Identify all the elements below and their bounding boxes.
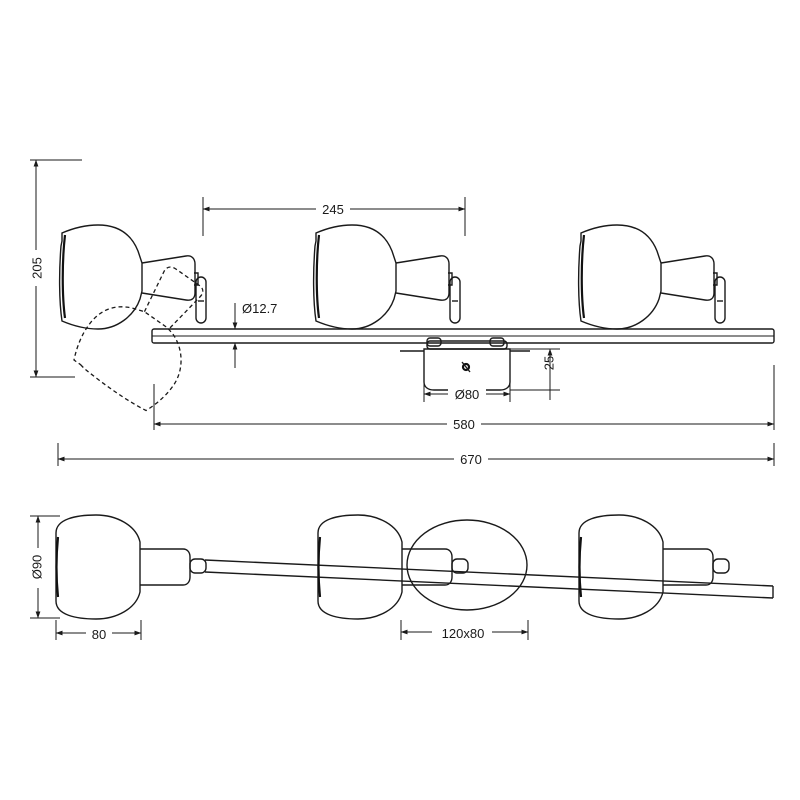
top-spot-right (577, 513, 715, 621)
dim-label-205: 205 (29, 257, 44, 279)
dim-label-580: 580 (453, 417, 475, 432)
top-bar (204, 559, 774, 599)
dim-total-length: 670 (57, 443, 775, 467)
top-spot-middle (316, 513, 454, 621)
dim-spot-spacing: 245 (202, 197, 466, 236)
dim-shade-depth: 80 (55, 620, 142, 642)
dim-label-25: 25 (541, 356, 556, 370)
dim-base-length: 580 (153, 365, 775, 432)
spot-right (577, 223, 727, 331)
dim-height: 205 (26, 159, 82, 378)
dim-label-canopy-size: 120x80 (442, 626, 485, 641)
dim-label-670: 670 (460, 452, 482, 467)
canopy-oval (406, 519, 528, 611)
dim-canopy-height: 25 (510, 348, 560, 400)
dim-shade-diameter: Ø90 (28, 515, 60, 619)
mounting-bar (151, 328, 775, 344)
front-view: 245 205 Ø12.7 25 (26, 159, 775, 467)
top-view: Ø90 80 120x80 (28, 513, 774, 642)
dim-label-rod: Ø12.7 (242, 301, 277, 316)
dim-rod: Ø12.7 (222, 301, 277, 368)
dim-label-245: 245 (322, 202, 344, 217)
tilt-ghost (73, 266, 204, 412)
spot-middle (312, 223, 462, 331)
dim-canopy-size: 120x80 (400, 620, 529, 641)
spot-left (58, 223, 208, 331)
canopy (400, 337, 530, 391)
dim-canopy-diameter: Ø80 (423, 383, 511, 402)
dim-label-80: 80 (92, 627, 106, 642)
dim-label-canopy-diameter: Ø80 (455, 387, 480, 402)
top-spot-left (54, 513, 192, 621)
dim-label-shade-diameter: Ø90 (29, 555, 44, 580)
